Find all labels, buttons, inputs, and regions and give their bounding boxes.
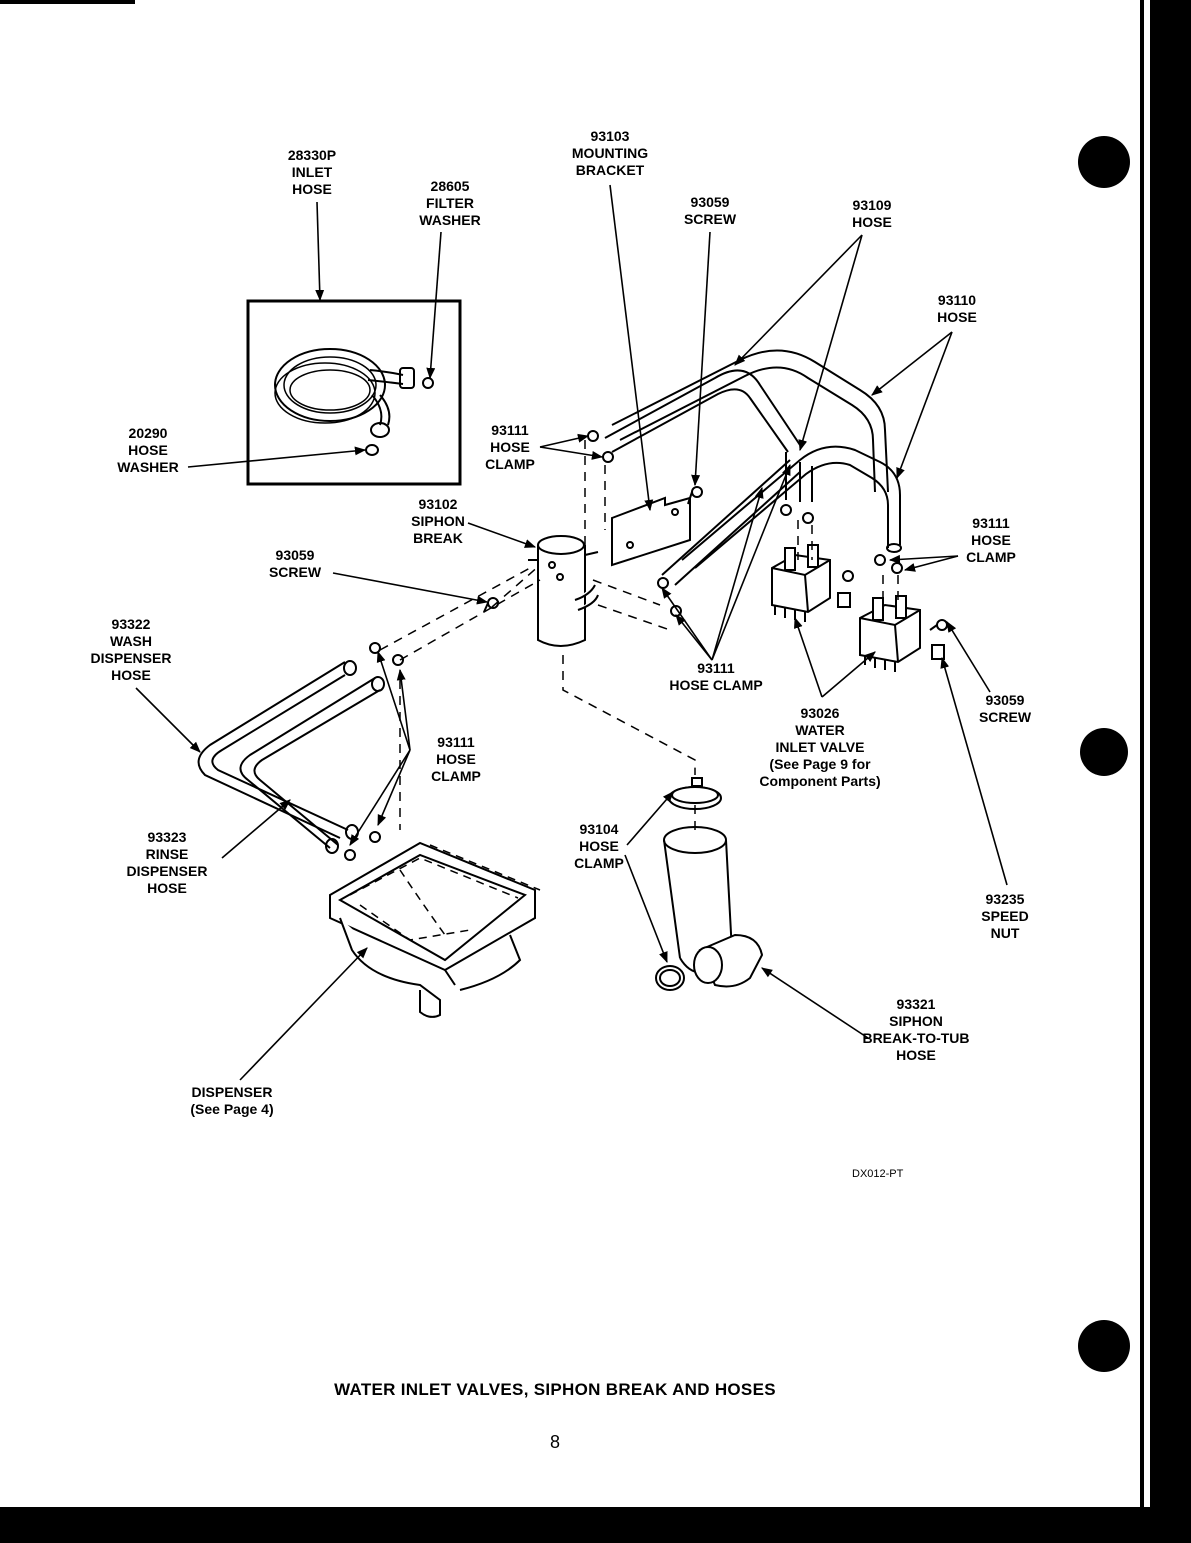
page-title: WATER INLET VALVES, SIPHON BREAK AND HOS…: [334, 1380, 776, 1399]
label-hose-93110: 93110 HOSE: [937, 292, 977, 325]
siphon-break-to-tub-hose: [655, 777, 764, 991]
binder-hole-top: [1078, 136, 1130, 188]
label-dispenser: DISPENSER (See Page 4): [190, 1084, 274, 1117]
label-screw-top: 93059 SCREW: [683, 194, 737, 227]
dashed-connection-lines: [379, 440, 899, 835]
label-hose-93109: 93109 HOSE: [852, 197, 892, 230]
label-siphon-break: 93102 SIPHON BREAK: [411, 496, 465, 546]
label-speed-nut: 93235 SPEED NUT: [981, 891, 1029, 941]
label-hose-clamp-middle: 93111 HOSE CLAMP: [669, 660, 763, 693]
binder-hole-middle: [1080, 728, 1128, 776]
label-water-inlet-valve: 93026 WATER INLET VALVE (See Page 9 for …: [759, 705, 881, 789]
page-number: 8: [549, 1432, 560, 1452]
dispenser-hidden-lines: [349, 844, 541, 941]
label-hose-clamp-upper: 93111 HOSE CLAMP: [485, 422, 535, 472]
label-wash-dispenser-hose: 93322 WASH DISPENSER HOSE: [90, 616, 172, 683]
right-binding-inner: [1140, 0, 1144, 1510]
dispenser-tray: [329, 841, 536, 1018]
bottom-edge: [0, 1507, 1191, 1543]
label-filter-washer: 28605 FILTER WASHER: [419, 178, 481, 228]
label-hose-clamp-93104: 93104 HOSE CLAMP: [574, 821, 624, 871]
screw-near-bracket: [687, 486, 703, 505]
dispenser-hoses: [197, 660, 385, 854]
siphon-break: [528, 535, 599, 647]
label-hose-clamp-left: 93111 HOSE CLAMP: [431, 734, 481, 784]
label-hose-clamp-right: 93111 HOSE CLAMP: [966, 515, 1016, 565]
mounting-bracket: [611, 496, 691, 567]
binder-hole-bottom: [1078, 1320, 1130, 1372]
right-binding-edge: [1150, 0, 1191, 1543]
label-hose-washer: 20290 HOSE WASHER: [117, 425, 179, 475]
upper-hoses: [604, 349, 902, 586]
water-inlet-valves: [771, 544, 945, 672]
label-screw-left: 93059 SCREW: [268, 547, 322, 580]
inlet-hose-box: [246, 299, 462, 486]
label-screw-right: 93059 SCREW: [978, 692, 1032, 725]
label-inlet-hose: 28330P INLET HOSE: [287, 147, 337, 197]
label-mounting-bracket: 93103 MOUNTING BRACKET: [571, 128, 649, 178]
label-rinse-dispenser-hose: 93323 RINSE DISPENSER HOSE: [126, 829, 208, 896]
leader-lines: [135, 184, 1008, 1081]
hose-clamps-small: [344, 430, 903, 861]
top-rule: [0, 0, 135, 4]
drawing-code: DX012-PT: [852, 1168, 904, 1180]
label-siphon-break-to-tub-hose: 93321 SIPHON BREAK-TO-TUB HOSE: [862, 996, 970, 1063]
